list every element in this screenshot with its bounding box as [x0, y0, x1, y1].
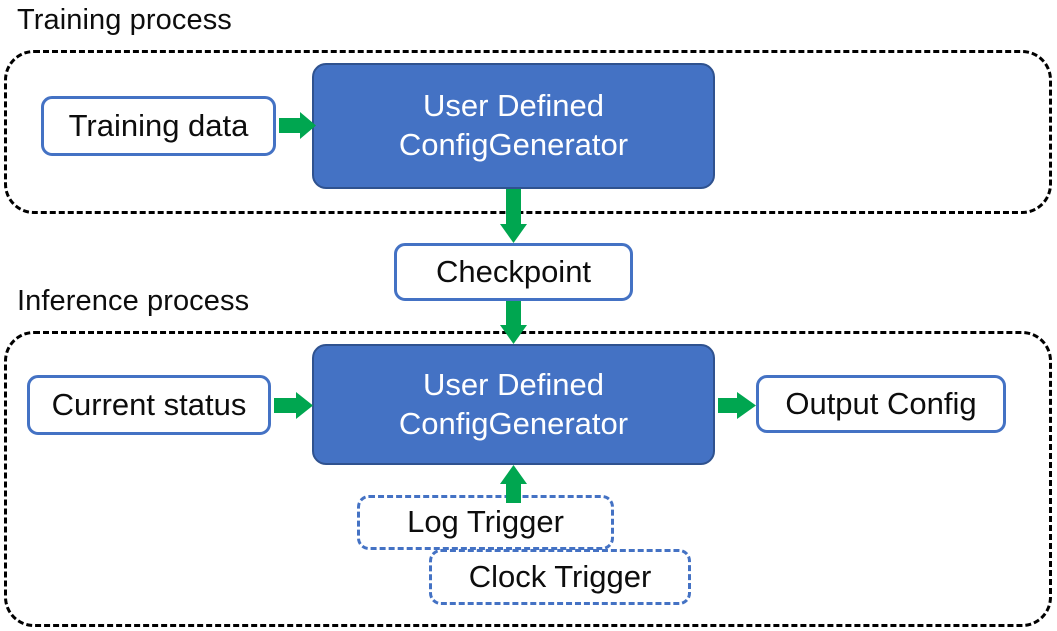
- training-config-generator-label-line1: User Defined: [423, 88, 604, 124]
- output-config-label: Output Config: [785, 385, 977, 421]
- checkpoint-label: Checkpoint: [435, 253, 592, 289]
- current-status-node[interactable]: Current status: [27, 375, 271, 435]
- inference-config-generator-label-line2: ConfigGenerator: [398, 405, 629, 441]
- log-trigger-node[interactable]: Log Trigger: [357, 495, 614, 550]
- inference-process-caption: Inference process: [17, 285, 250, 317]
- checkpoint-node[interactable]: Checkpoint: [394, 243, 633, 301]
- training-config-generator-node[interactable]: User Defined ConfigGenerator: [312, 63, 715, 189]
- inference-process-container: [4, 331, 1052, 627]
- training-data-label: Training data: [68, 107, 249, 143]
- training-data-node[interactable]: Training data: [41, 96, 276, 156]
- inference-config-generator-label-line1: User Defined: [423, 366, 604, 402]
- inference-config-generator-node[interactable]: User Defined ConfigGenerator: [312, 344, 715, 465]
- current-status-label: Current status: [51, 386, 247, 422]
- clock-trigger-label: Clock Trigger: [468, 558, 652, 594]
- clock-trigger-node[interactable]: Clock Trigger: [429, 549, 691, 605]
- log-trigger-label: Log Trigger: [407, 504, 564, 540]
- training-process-container: [4, 50, 1052, 214]
- training-config-generator-label-line2: ConfigGenerator: [398, 127, 629, 162]
- training-process-caption: Training process: [17, 4, 232, 36]
- output-config-node[interactable]: Output Config: [756, 375, 1006, 433]
